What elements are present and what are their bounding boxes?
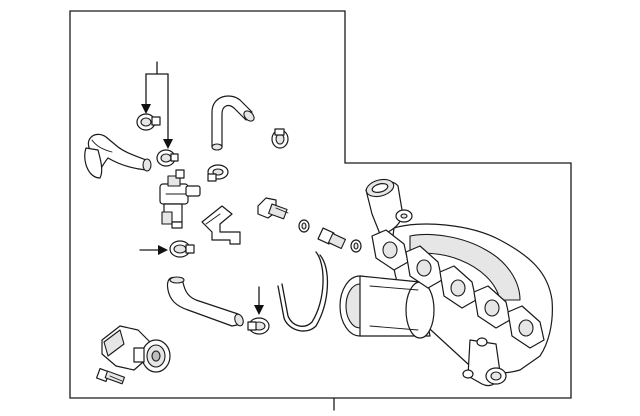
diagram-frame	[69, 10, 572, 399]
valve-icon	[159, 169, 201, 229]
clamp-icon	[156, 149, 179, 167]
clamp-icon	[207, 164, 229, 182]
callout-arrow	[139, 245, 168, 255]
clamp-icon	[169, 240, 195, 258]
callout-bracket	[141, 61, 173, 149]
washer-icon	[298, 219, 310, 233]
actuator-icon	[101, 325, 171, 373]
hose-icon	[211, 95, 255, 151]
callout-arrow	[254, 286, 264, 315]
clamp-icon	[271, 128, 289, 149]
bolt-icon	[317, 227, 347, 250]
washer-icon	[350, 239, 362, 253]
hose-icon	[166, 276, 244, 327]
bolt-icon	[257, 197, 289, 220]
clamp-icon	[136, 113, 161, 131]
bolt-icon	[95, 367, 126, 385]
turbocharger-icon	[339, 178, 553, 387]
bracket-icon	[201, 205, 241, 245]
hose-icon	[84, 133, 152, 179]
callout-arrow	[163, 139, 173, 149]
clamp-icon	[247, 317, 270, 335]
callout-arrow	[141, 104, 151, 114]
hose-icon	[277, 251, 329, 332]
